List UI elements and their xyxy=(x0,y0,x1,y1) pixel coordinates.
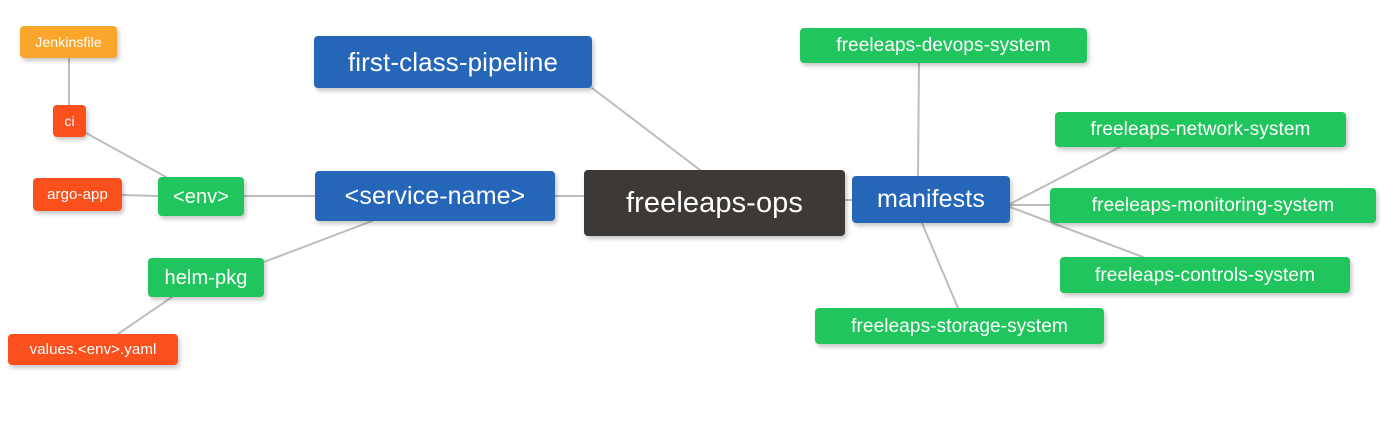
node-storage-system[interactable]: freeleaps-storage-system xyxy=(815,308,1104,344)
node-values-env-yaml[interactable]: values.<env>.yaml xyxy=(8,334,178,365)
node-monitoring-system[interactable]: freeleaps-monitoring-system xyxy=(1050,188,1376,223)
node-first-class-pipeline[interactable]: first-class-pipeline xyxy=(314,36,592,88)
node-helm-pkg[interactable]: helm-pkg xyxy=(148,258,264,297)
node-service-name[interactable]: <service-name> xyxy=(315,171,555,221)
edge-env-to-ci xyxy=(85,132,167,178)
node-network-system[interactable]: freeleaps-network-system xyxy=(1055,112,1346,147)
node-env[interactable]: <env> xyxy=(158,177,244,216)
edge-manifests-to-devops-system xyxy=(917,62,920,177)
node-root[interactable]: freeleaps-ops xyxy=(584,170,845,236)
edge-first-class-pipeline-to-root xyxy=(591,87,701,171)
edge-manifests-to-storage-system xyxy=(921,222,959,309)
node-devops-system[interactable]: freeleaps-devops-system xyxy=(800,28,1087,63)
edge-helm-pkg-to-values-env-yaml xyxy=(117,296,173,335)
node-controls-system[interactable]: freeleaps-controls-system xyxy=(1060,257,1350,293)
node-ci[interactable]: ci xyxy=(53,105,86,137)
edge-env-to-argo-app xyxy=(121,194,159,197)
node-jenkinsfile[interactable]: Jenkinsfile xyxy=(20,26,117,58)
edge-service-name-to-helm-pkg xyxy=(263,220,373,263)
node-manifests[interactable]: manifests xyxy=(852,176,1010,223)
node-argo-app[interactable]: argo-app xyxy=(33,178,122,211)
